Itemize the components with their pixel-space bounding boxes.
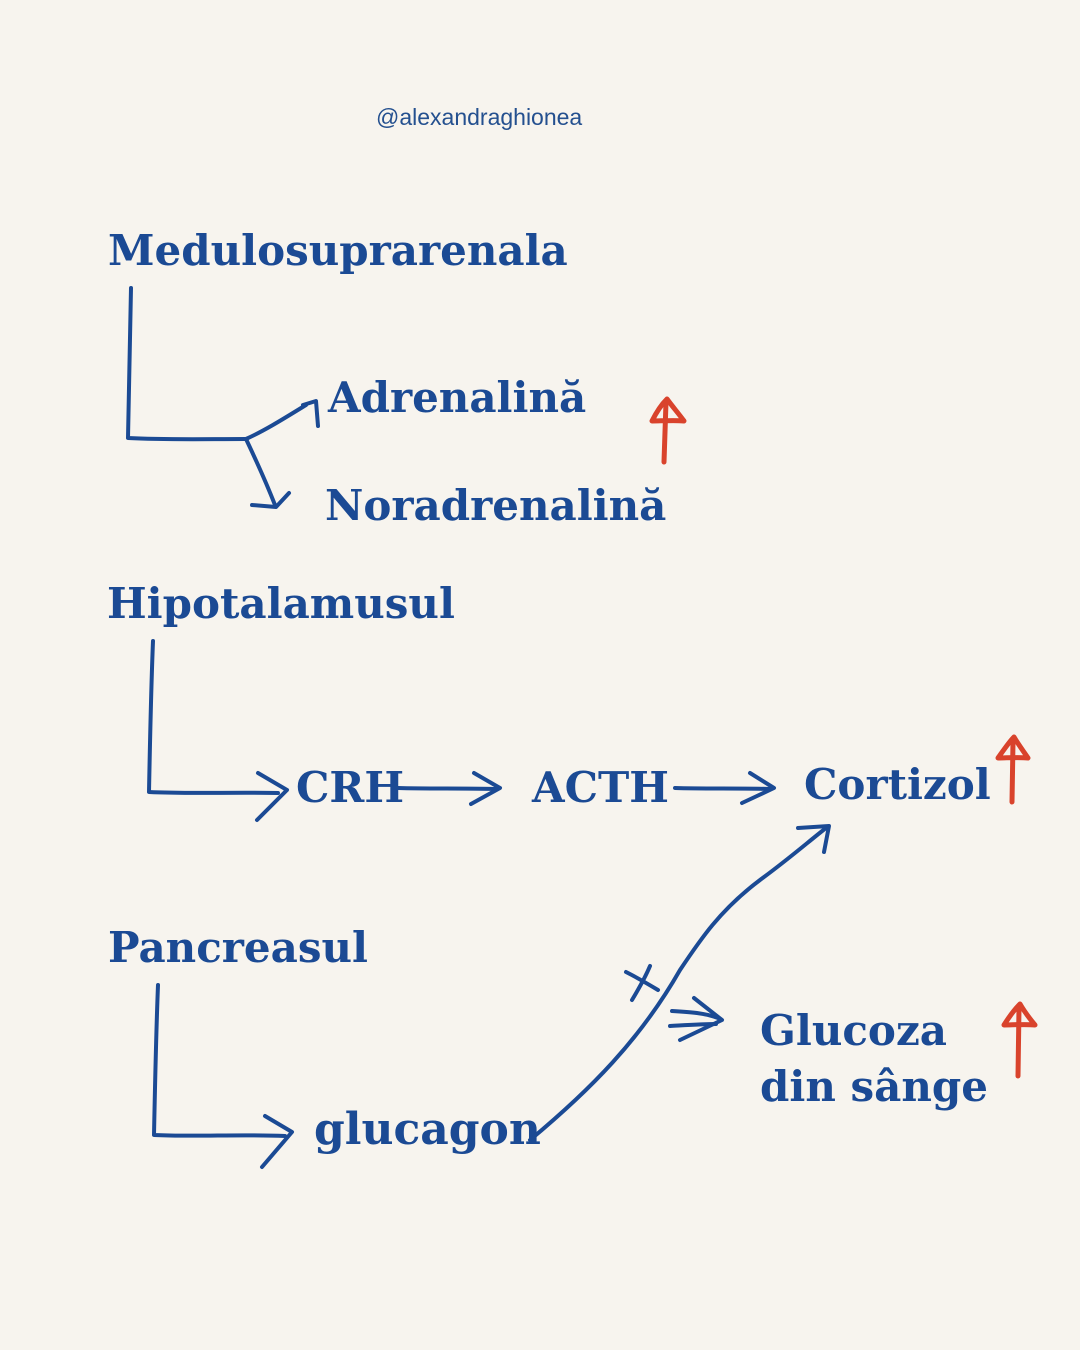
arrowhead-glucagon <box>260 1114 294 1169</box>
label-glucoza-line-1: Glucoza <box>760 1006 948 1055</box>
up-arrow-icon <box>1001 1001 1038 1079</box>
fork-to-adrenalina <box>244 403 308 441</box>
arrowhead-cortizol <box>740 771 776 805</box>
arrowhead-acth <box>469 771 502 806</box>
pancreas-bracket <box>152 983 287 1138</box>
medulo-bracket <box>126 286 248 442</box>
arrowhead-crh <box>255 771 289 822</box>
label-noradrenalina: Noradrenalină <box>325 481 667 530</box>
label-hipotalamusul: Hipotalamusul <box>107 579 455 628</box>
label-pancreasul: Pancreasul <box>108 923 368 972</box>
arrowhead-adrenalina <box>301 399 320 428</box>
author-handle: @alexandraghionea <box>376 104 583 130</box>
label-cortizol: Cortizol <box>804 760 991 809</box>
label-medulosuprarenala: Medulosuprarenala <box>108 226 568 275</box>
arrowhead-noradrenalina <box>250 491 291 509</box>
arrow-acth-cortizol <box>673 786 772 791</box>
arrow-glucagon-cortizol <box>528 826 828 1142</box>
cross-mark <box>624 964 660 1002</box>
up-arrow-icon <box>995 734 1031 805</box>
arrow-crh-acth <box>396 786 497 791</box>
double-arrowhead <box>678 996 724 1042</box>
arrowhead-cortizol-curve <box>796 824 831 854</box>
label-crh: CRH <box>296 763 405 812</box>
up-arrow-icon <box>649 396 687 465</box>
label-acth: ACTH <box>532 763 669 812</box>
fork-to-noradrenalina <box>244 437 277 507</box>
label-glucoza-line-2: din sânge <box>760 1062 988 1111</box>
hipotalamus-bracket <box>147 639 280 795</box>
label-glucagon: glucagon <box>314 1104 541 1155</box>
label-adrenalina: Adrenalină <box>328 373 587 422</box>
double-arrow-upper <box>670 1009 720 1020</box>
